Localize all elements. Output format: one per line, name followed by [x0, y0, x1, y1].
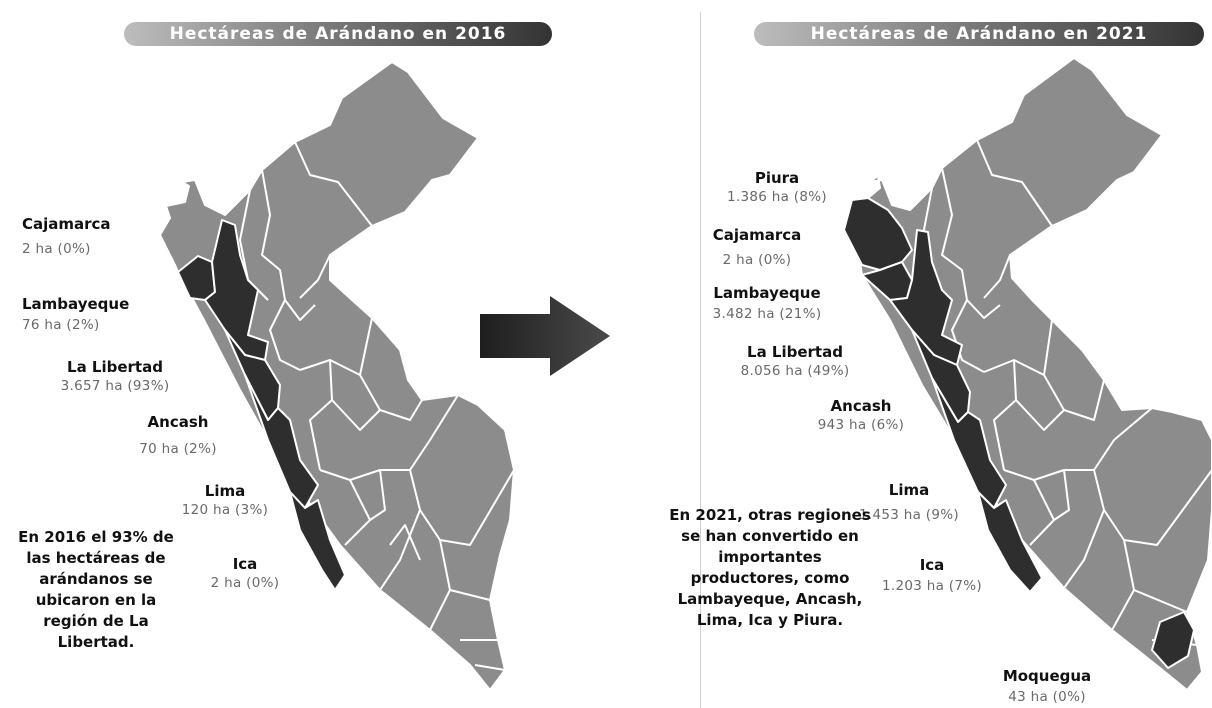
region-value: 943 ha (6%) [817, 417, 905, 434]
highlighted-regions [843, 197, 1195, 669]
lima-region [244, 374, 319, 509]
region-name: Moquegua [1002, 667, 1092, 685]
ica-region [977, 491, 1043, 593]
label-ancash-2021: Ancash 943 ha (6%) [796, 396, 926, 434]
region-value: 3.657 ha (93%) [60, 378, 170, 395]
region-name: La Libertad [747, 343, 843, 361]
region-value: 2 ha (0%) [722, 252, 792, 269]
label-ancash-2016: Ancash 70 ha (2%) [118, 412, 238, 458]
piura-region [843, 197, 913, 271]
region-name: Lima [204, 482, 246, 500]
region-name: Cajamarca [712, 226, 802, 244]
label-lambayeque-2021: Lambayeque 3.482 ha (21%) [692, 283, 842, 323]
panel-divider [700, 12, 701, 708]
region-borders [921, 139, 1212, 646]
region-value: 2 ha (0%) [210, 575, 280, 592]
label-lambayeque-2016: Lambayeque 76 ha (2%) [22, 294, 129, 334]
region-value: 8.056 ha (49%) [740, 363, 850, 380]
peru-map-2021 [843, 57, 1212, 691]
region-name: Ancash [147, 413, 209, 431]
label-lima-2016: Lima 120 ha (3%) [165, 481, 285, 519]
map-title-2021: Hectáreas de Arándano en 2021 [754, 22, 1204, 46]
label-ica-2016: Ica 2 ha (0%) [195, 554, 295, 592]
region-name: Lima [888, 481, 930, 499]
region-name: Piura [754, 169, 800, 187]
label-ica-2021: Ica 1.203 ha (7%) [867, 555, 997, 595]
region-name: Lambayeque [22, 295, 130, 313]
lima-region [931, 377, 1007, 509]
label-cajamarca-2016: Cajamarca 2 ha (0%) [22, 214, 111, 258]
region-value: 1.203 ha (7%) [882, 578, 982, 595]
highlighted-regions [177, 219, 346, 591]
region-value: 43 ha (0%) [1008, 689, 1086, 706]
right-arrow-icon [480, 296, 610, 376]
label-la-libertad-2021: La Libertad 8.056 ha (49%) [720, 342, 870, 380]
summary-note-2021: En 2021, otras regiones se han convertid… [669, 506, 871, 629]
region-value: 2 ha (0%) [22, 241, 91, 258]
moquegua-region [1151, 611, 1195, 669]
summary-note-2016: En 2016 el 93% de las hectáreas de aránd… [18, 528, 174, 651]
ica-region [289, 491, 346, 591]
panel-2016: Hectáreas de Arándano en 2016 [0, 0, 600, 708]
region-name: Lambayeque [713, 284, 821, 302]
region-value: 1.453 ha (9%) [859, 507, 959, 524]
map-title-2016: Hectáreas de Arándano en 2016 [124, 22, 552, 46]
label-la-libertad-2016: La Libertad 3.657 ha (93%) [30, 357, 200, 395]
label-cajamarca-2021: Cajamarca 2 ha (0%) [692, 225, 822, 269]
panel-2021: Hectáreas de Arándano en 2021 [612, 0, 1212, 708]
region-borders [239, 141, 515, 671]
region-value: 76 ha (2%) [22, 317, 100, 334]
region-name: Cajamarca [22, 215, 111, 233]
region-value: 70 ha (2%) [139, 441, 217, 458]
label-lima-2021: Lima 1.453 ha (9%) [844, 480, 974, 524]
region-value: 1.386 ha (8%) [727, 189, 827, 206]
region-name: Ica [232, 555, 258, 573]
region-value: 3.482 ha (21%) [712, 306, 822, 323]
label-piura-2021: Piura 1.386 ha (8%) [712, 168, 842, 206]
region-name: Ancash [830, 397, 892, 415]
region-name: La Libertad [67, 358, 163, 376]
peru-map-2016 [159, 61, 515, 691]
label-moquegua-2021: Moquegua 43 ha (0%) [982, 666, 1112, 706]
region-name: Ica [919, 556, 945, 574]
peru-country-shape [843, 57, 1212, 691]
peru-country-shape [159, 61, 515, 691]
region-value: 120 ha (3%) [181, 502, 269, 519]
